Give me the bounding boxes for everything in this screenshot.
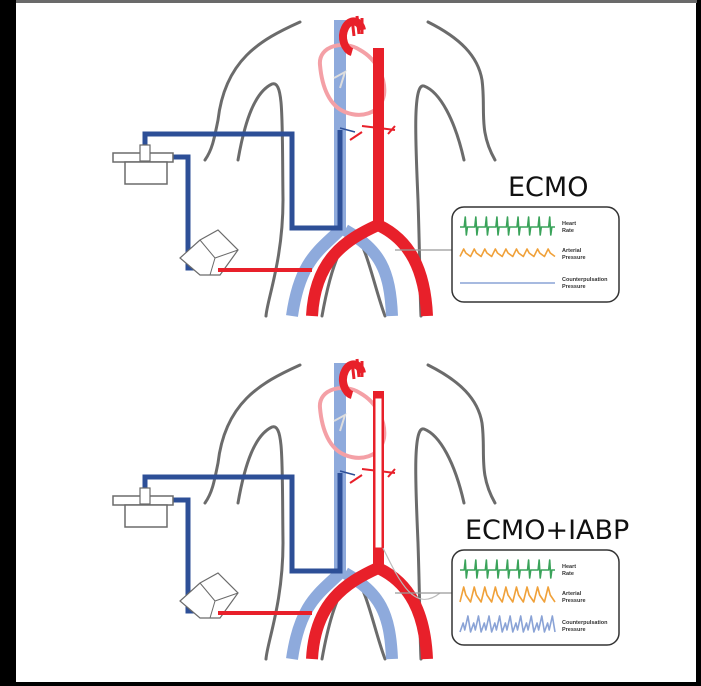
- venous-drainage-cannula: [142, 130, 343, 231]
- body-outline-left-shoulder: [203, 20, 302, 162]
- renal-vein: [339, 127, 356, 133]
- trace-label: Counterpulsation: [562, 277, 608, 283]
- trace-label: Arterial: [562, 591, 582, 597]
- trace-arterial: [459, 586, 556, 603]
- trace-heart: [460, 559, 555, 579]
- trace-label: Pressure: [562, 255, 586, 261]
- heart-valves: [333, 412, 347, 432]
- panel-content: ECMO+IABPHeartRateArterialPressureCounte…: [112, 358, 629, 661]
- vena-cava-left: [286, 20, 346, 317]
- trace-label: Counterpulsation: [562, 620, 608, 626]
- trace-arterial: [459, 248, 556, 258]
- renal-arteries: [349, 468, 396, 484]
- pump-body: [124, 504, 168, 528]
- trace-label: Heart: [562, 564, 576, 570]
- panel-title: ECMO: [508, 172, 588, 203]
- panel-ecmo-iabp: ECMO+IABPHeartRateArterialPressureCounte…: [112, 358, 629, 661]
- iabp-catheter: [382, 547, 441, 600]
- body-outline-right-shoulder: [426, 363, 497, 505]
- trace-label: Heart: [562, 221, 576, 227]
- pump-inlet: [139, 144, 151, 162]
- trace-label: Arterial: [562, 248, 582, 254]
- trace-label: Rate: [562, 571, 574, 577]
- oxygenator-edges: [199, 239, 239, 276]
- panel-ecmo: ECMOHeartRateArterialPressureCounterpuls…: [112, 15, 620, 318]
- trace-heart: [460, 216, 555, 236]
- oxygenator: [179, 572, 239, 619]
- descending-aorta: [373, 48, 384, 226]
- trace-counterpulsation: [459, 615, 556, 633]
- panel-content: ECMOHeartRateArterialPressureCounterpuls…: [112, 15, 620, 318]
- oxygenator-edges: [199, 582, 239, 619]
- aortic-branches: [350, 358, 364, 380]
- trace-label: Rate: [562, 228, 574, 234]
- aortic-branches: [350, 15, 364, 37]
- pump-body: [124, 161, 168, 185]
- body-outline-left-arm: [236, 425, 285, 661]
- renal-arteries: [349, 125, 396, 141]
- panel-title: ECMO+IABP: [465, 515, 629, 546]
- pump-inlet: [139, 487, 151, 505]
- body-outline-left-shoulder: [203, 363, 302, 505]
- renal-vein: [339, 470, 356, 476]
- iliac-arteries: [306, 562, 433, 660]
- venous-drainage-cannula: [142, 473, 343, 574]
- vena-cava-left: [286, 363, 346, 660]
- trace-label: Pressure: [562, 627, 586, 633]
- body-outline-left-arm: [236, 82, 285, 318]
- body-outline-right-shoulder: [426, 20, 497, 162]
- iliac-arteries: [306, 219, 433, 317]
- trace-label: Pressure: [562, 284, 586, 290]
- frame-top-edge: [16, 0, 697, 3]
- trace-label: Pressure: [562, 598, 586, 604]
- iabp-balloon: [374, 397, 383, 549]
- oxygenator: [179, 229, 239, 276]
- heart-valves: [333, 69, 347, 89]
